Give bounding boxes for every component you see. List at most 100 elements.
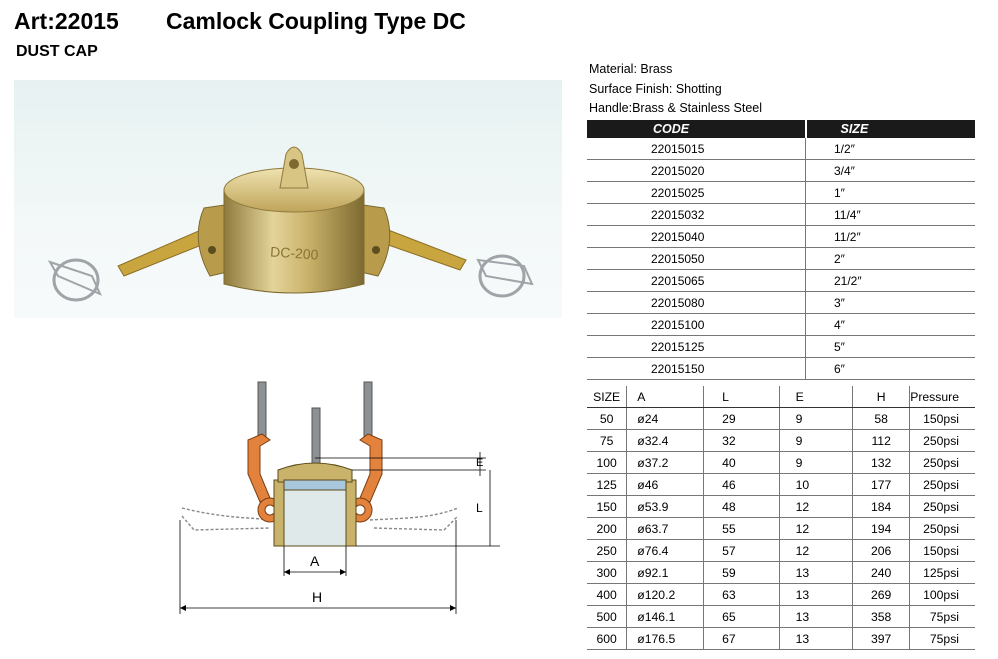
h-cell: 194 (852, 517, 910, 540)
e-cell: 10 (778, 473, 853, 496)
h-cell: 184 (852, 495, 910, 518)
h-cell: 358 (852, 605, 910, 628)
size-cell: 3″ (805, 291, 975, 314)
e-cell: 9 (778, 407, 853, 430)
pressure-cell: 150psi (909, 407, 975, 430)
label-e: E (476, 457, 483, 469)
a-cell: ø46 (626, 473, 704, 496)
code-cell: 22015150 (587, 357, 806, 380)
size-cell: 400 (587, 583, 627, 606)
e-cell: 12 (778, 495, 853, 518)
product-name: Camlock Coupling Type DC (166, 8, 466, 34)
l-cell: 32 (703, 429, 780, 452)
h-cell: 112 (852, 429, 910, 452)
spec-material: Material: Brass (589, 62, 673, 76)
code-cell: 22015025 (587, 181, 806, 204)
header-l: L (703, 386, 780, 408)
art-number: Art:22015 (14, 8, 119, 34)
header-h: H (852, 386, 910, 408)
l-cell: 57 (703, 539, 780, 562)
pressure-cell: 75psi (909, 627, 975, 650)
pressure-cell: 250psi (909, 429, 975, 452)
code-cell: 22015050 (587, 247, 806, 270)
code-cell: 22015032 (587, 203, 806, 226)
h-cell: 206 (852, 539, 910, 562)
code-cell: 22015100 (587, 313, 806, 336)
size-cell: 1/2″ (805, 138, 975, 160)
h-cell: 177 (852, 473, 910, 496)
h-cell: 58 (852, 407, 910, 430)
h-cell: 269 (852, 583, 910, 606)
l-cell: 67 (703, 627, 780, 650)
material-specs: Material: Brass Surface Finish: Shotting… (589, 60, 762, 119)
engraving-text: DC-200 (270, 243, 319, 262)
header-a: A (626, 386, 704, 408)
a-cell: ø146.1 (626, 605, 704, 628)
size-cell: 100 (587, 451, 627, 474)
size-cell: 4″ (805, 313, 975, 336)
pressure-cell: 250psi (909, 495, 975, 518)
page-title: Art:22015 Camlock Coupling Type DC (14, 8, 466, 35)
pressure-cell: 150psi (909, 539, 975, 562)
l-cell: 40 (703, 451, 780, 474)
label-l: L (476, 501, 483, 515)
size-cell: 2″ (805, 247, 975, 270)
header-pressure: Pressure (909, 386, 975, 408)
table-header-row: SIZE A L E H Pressure (587, 386, 975, 408)
size-cell: 500 (587, 605, 627, 628)
l-cell: 55 (703, 517, 780, 540)
e-cell: 13 (778, 561, 853, 584)
a-cell: ø24 (626, 407, 704, 430)
pressure-cell: 250psi (909, 473, 975, 496)
size-cell: 75 (587, 429, 627, 452)
product-photo: DC-200 (14, 80, 562, 318)
size-cell: 11/2″ (805, 225, 975, 248)
a-cell: ø32.4 (626, 429, 704, 452)
label-h: H (312, 589, 322, 605)
pressure-cell: 250psi (909, 451, 975, 474)
l-cell: 48 (703, 495, 780, 518)
header-code: CODE (587, 120, 806, 138)
pressure-cell: 100psi (909, 583, 975, 606)
size-cell: 5″ (805, 335, 975, 358)
spec-surface-finish: Surface Finish: Shotting (589, 81, 722, 96)
header-size: SIZE (587, 386, 627, 408)
e-cell: 12 (778, 517, 853, 540)
header-size: SIZE (804, 120, 975, 138)
l-cell: 65 (703, 605, 780, 628)
header-e: E (778, 386, 853, 408)
spec-handle: Handle:Brass & Stainless Steel (589, 101, 763, 115)
h-cell: 240 (852, 561, 910, 584)
table-header-row: CODE SIZE (587, 120, 975, 138)
l-cell: 29 (703, 407, 780, 430)
product-subtitle: DUST CAP (16, 43, 98, 60)
code-cell: 22015065 (587, 269, 806, 292)
size-cell: 200 (587, 517, 627, 540)
h-cell: 132 (852, 451, 910, 474)
e-cell: 13 (778, 605, 853, 628)
size-cell: 150 (587, 495, 627, 518)
size-cell: 11/4″ (805, 203, 975, 226)
l-cell: 46 (703, 473, 780, 496)
l-cell: 63 (703, 583, 780, 606)
pressure-cell: 250psi (909, 517, 975, 540)
size-cell: 21/2″ (805, 269, 975, 292)
a-cell: ø76.4 (626, 539, 704, 562)
code-cell: 22015125 (587, 335, 806, 358)
